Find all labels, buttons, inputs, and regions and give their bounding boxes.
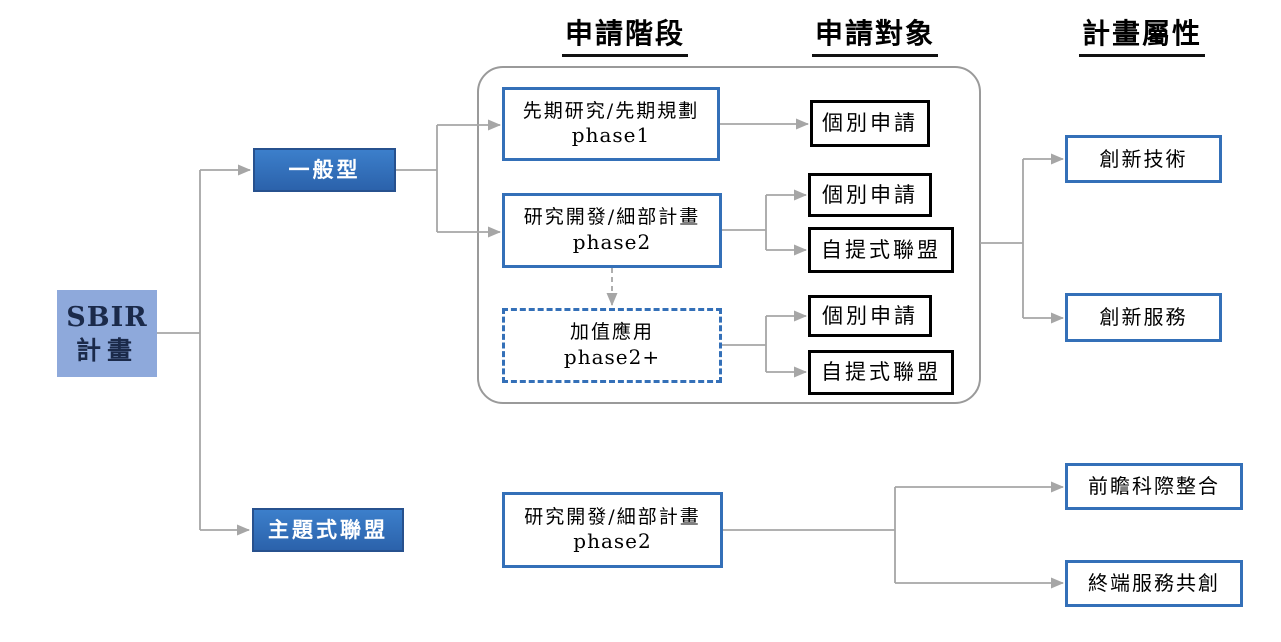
node-innovative-service: 創新服務 [1065,293,1222,342]
general-type-group-container [477,66,981,404]
node-forward-interdisciplinary-integration: 前瞻科際整合 [1065,463,1243,510]
node-general-type: 一般型 [253,148,396,192]
node-phase1: 先期研究/先期規劃 phase1 [502,87,720,161]
node-sbir-program-line2: 計畫 [75,335,138,365]
node-thematic-alliance: 主題式聯盟 [252,508,404,552]
node-sbir-program-line1: SBIR [66,302,148,333]
node-end-service-cocreation: 終端服務共創 [1065,560,1243,607]
node-phase2-plus-subtitle: phase2+ [563,344,661,369]
node-self-proposed-alliance-1: 自提式聯盟 [808,227,954,273]
node-sbir-program: SBIR 計畫 [57,290,157,377]
node-phase2: 研究開發/細部計畫 phase2 [502,193,722,268]
node-thematic-phase2: 研究開發/細部計畫 phase2 [502,492,723,568]
node-thematic-phase2-title: 研究開發/細部計畫 [524,505,701,528]
column-header-application-phase: 申請階段 [561,12,689,57]
node-individual-application-1: 個別申請 [810,100,930,147]
node-innovative-technology: 創新技術 [1065,135,1222,183]
node-phase2-title: 研究開發/細部計畫 [523,206,701,229]
node-phase2-plus: 加值應用 phase2+ [502,308,722,383]
node-phase1-title: 先期研究/先期規劃 [522,99,700,122]
column-header-application-target: 申請對象 [811,12,939,57]
node-thematic-phase2-subtitle: phase2 [573,529,652,554]
node-self-proposed-alliance-2: 自提式聯盟 [808,350,954,395]
node-phase2-subtitle: phase2 [572,229,652,254]
node-individual-application-2: 個別申請 [808,173,932,217]
node-individual-application-3: 個別申請 [808,295,932,337]
node-phase1-subtitle: phase1 [571,123,651,148]
node-phase2-plus-title: 加值應用 [569,321,654,344]
column-header-program-attribute: 計畫屬性 [1078,12,1206,57]
